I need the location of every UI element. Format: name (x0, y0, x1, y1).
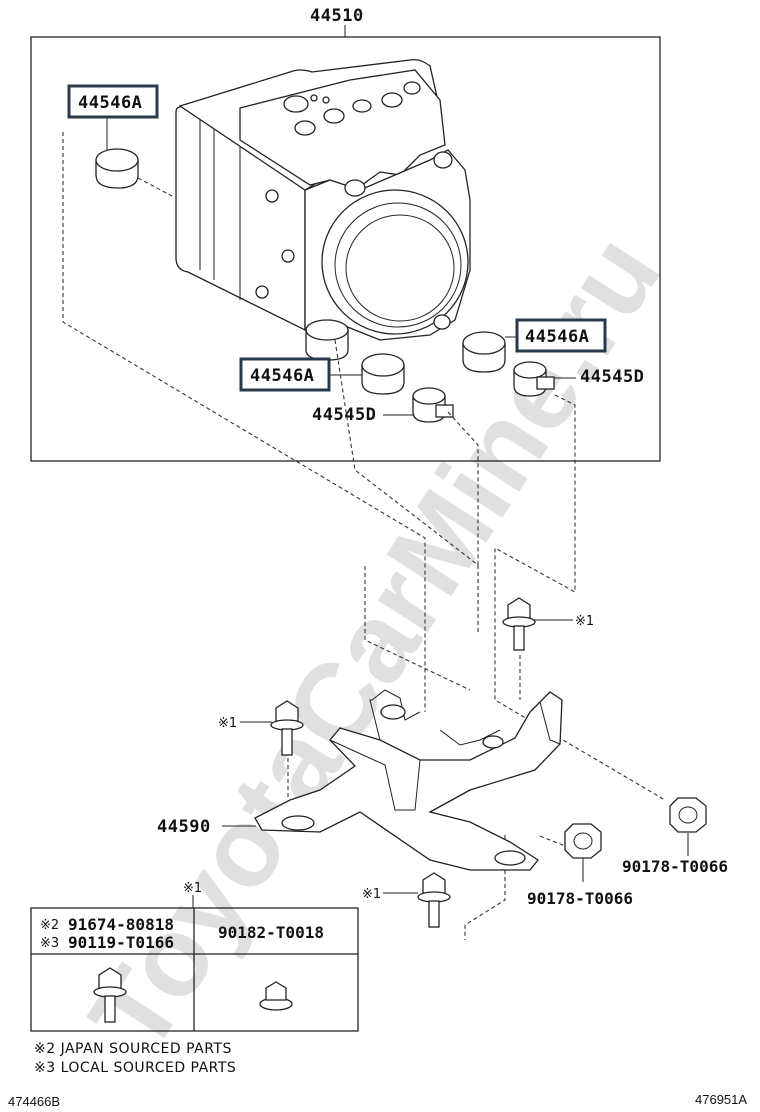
nut-center-label[interactable]: 90178-T0066 (527, 889, 633, 908)
cap-right-label-box (515, 318, 607, 353)
table-bolt-illustration (93, 967, 127, 1023)
nut-right-label[interactable]: 90178-T0066 (622, 857, 728, 876)
stud-right-label[interactable]: 44545D (580, 367, 644, 387)
code-left: 474466B (8, 1094, 60, 1109)
cap-bottom-label-box (239, 357, 331, 392)
cap-top-left[interactable] (95, 148, 139, 189)
bolt-left-mark: ※1 (218, 716, 237, 731)
stud-center-label[interactable]: 44545D (312, 405, 376, 425)
cap-right[interactable] (462, 331, 506, 373)
note-japan-sourced: ※2 JAPAN SOURCED PARTS (34, 1041, 232, 1057)
table-col1-mark-1: ※2 (40, 918, 59, 933)
stud-center[interactable] (412, 387, 454, 423)
nut-right[interactable] (669, 797, 707, 833)
stud-right[interactable] (513, 361, 555, 397)
bolt-upper-right-mark: ※1 (575, 614, 594, 629)
table-col1-part-2[interactable]: 90119-T0166 (68, 933, 174, 952)
bolt-left[interactable] (270, 700, 304, 756)
bracket-44590[interactable] (254, 689, 563, 871)
note-local-sourced: ※3 LOCAL SOURCED PARTS (34, 1060, 236, 1076)
table-header-mark: ※1 (183, 881, 202, 896)
abs-actuator-body (175, 58, 471, 341)
table-col2-part[interactable]: 90182-T0018 (218, 923, 324, 942)
assembly-part-number[interactable]: 44510 (310, 6, 364, 26)
table-col1-mark-2: ※3 (40, 936, 59, 951)
cap-bottom[interactable] (361, 353, 405, 395)
bracket-label[interactable]: 44590 (157, 817, 211, 837)
table-col1-part-1[interactable]: 91674-80818 (68, 915, 174, 934)
code-right: 476951A (695, 1092, 747, 1107)
cap-body-left (305, 319, 349, 361)
assembly-guide-lines (62, 132, 666, 940)
cap-bottom-label[interactable]: 44546A (250, 366, 314, 386)
bolt-reference-table (30, 907, 359, 1032)
bolt-upper-right[interactable] (502, 597, 536, 651)
nut-center[interactable] (564, 823, 602, 859)
bolt-bottom-mark: ※1 (362, 887, 381, 902)
bolt-bottom[interactable] (417, 872, 451, 928)
cap-top-left-label[interactable]: 44546A (78, 93, 142, 113)
cap-right-label[interactable]: 44546A (525, 327, 589, 347)
cap-top-left-label-box (67, 84, 159, 119)
table-nut-illustration (259, 981, 293, 1011)
